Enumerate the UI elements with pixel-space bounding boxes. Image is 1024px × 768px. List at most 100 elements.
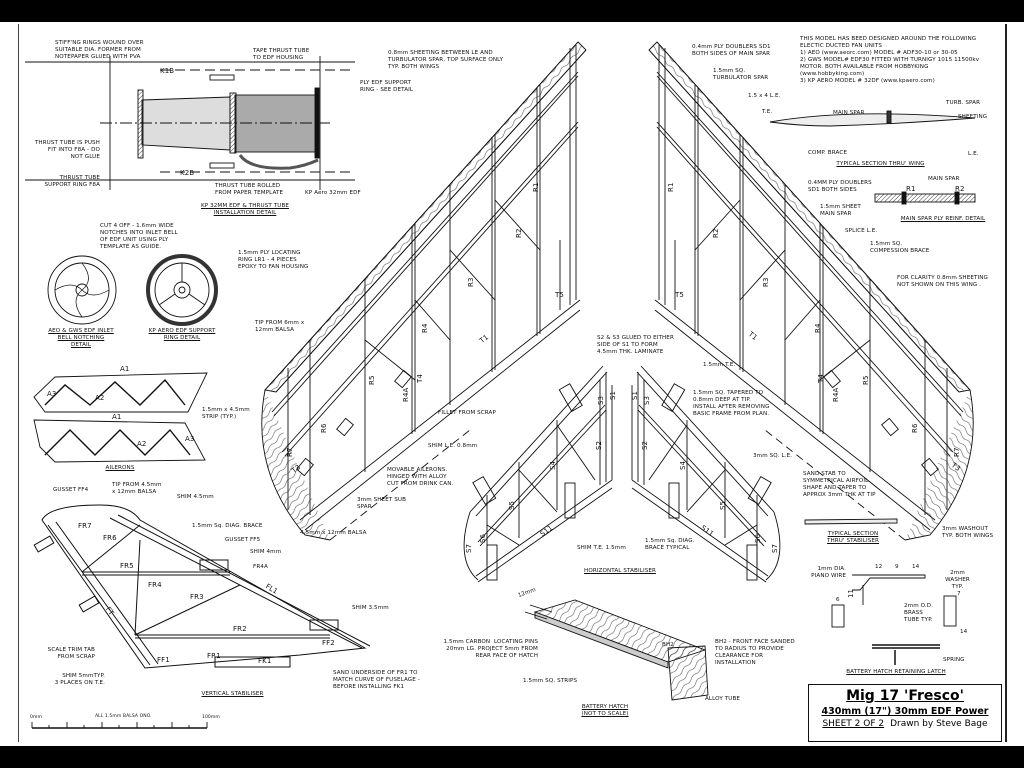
wing-section bbox=[769, 110, 976, 127]
right-r6-label: R6 bbox=[911, 423, 919, 433]
shim-45-label: SHIM 4.5mm bbox=[177, 494, 214, 500]
wing-section-title: TYPICAL SECTION THRU' WING bbox=[836, 161, 925, 167]
locating-pins-note: 1.5mm CARBON LOCATING PINS 20mm LG. PROJ… bbox=[443, 639, 538, 659]
movable-ailerons-note: MOVABLE AILERONS. HINGED WITH ALLOY CUT … bbox=[387, 467, 454, 487]
dim-6: 6 bbox=[836, 597, 840, 603]
spring-label: SPRING bbox=[943, 657, 965, 663]
fr4-label: FR4 bbox=[148, 581, 162, 589]
bh2-label: BH2 bbox=[662, 642, 674, 648]
ff1-label: FF1 bbox=[157, 656, 170, 664]
left-s7-label: S7 bbox=[465, 543, 473, 553]
dim-11: 11 bbox=[847, 588, 855, 598]
section-le-label: L.E. bbox=[968, 151, 979, 157]
dim-7: 7 bbox=[957, 591, 961, 597]
aileron-a3-label-2: A3 bbox=[185, 435, 195, 443]
model-name: Mig 17 'Fresco' bbox=[846, 688, 964, 704]
diag-brace-label: 1.5mm Sq. DIAG. BRACE bbox=[192, 523, 263, 529]
dim-9: 9 bbox=[895, 564, 899, 570]
stab-diag-note: 1.5mm Sq. DIAG. BRACE TYPICAL bbox=[645, 538, 695, 551]
fr3-label: FR3 bbox=[190, 593, 204, 601]
sand-underside-note: SAND UNDERSIDE OF FR1 TO MATCH CURVE OF … bbox=[333, 670, 420, 690]
left-r4a-label: R4A bbox=[402, 387, 410, 402]
title-block: Mig 17 'Fresco' 430mm (17") 30mm EDF Pow… bbox=[808, 684, 1002, 742]
wing-tip-note: TIP FROM 6mm x 12mm BALSA bbox=[255, 320, 305, 333]
right-s4-label: S4 bbox=[679, 460, 687, 470]
left-r7-label: R7 bbox=[286, 447, 294, 457]
kp-detail-title: KP AERO EDF SUPPORT RING DETAIL bbox=[148, 328, 216, 341]
vertical-stabiliser-drawing bbox=[33, 504, 371, 669]
trim-tab-note: SCALE TRIM TAB FROM SCRAP bbox=[47, 647, 95, 660]
vertical-stabiliser-title: VERTICAL STABILISER bbox=[201, 691, 264, 697]
ailerons-title: AILERONS bbox=[105, 465, 135, 471]
dim-14b: 14 bbox=[960, 629, 968, 635]
left-s5-label: S5 bbox=[508, 500, 516, 510]
aileron-a2-label: A2 bbox=[95, 394, 105, 402]
edf-units-notes: THIS MODEL HAS BEED DESIGNED AROUND THE … bbox=[800, 36, 980, 84]
stiffening-rings-note: STIFF'NG RINGS WOUND OVER SUITABLE DIA. … bbox=[55, 40, 144, 60]
fr1-label: FR1 bbox=[207, 652, 221, 660]
fr2-label: FR2 bbox=[233, 625, 247, 633]
left-r2-label: R2 bbox=[515, 228, 523, 238]
brass-tube-note: 2mm O.D. BRASS TUBE TYP. bbox=[904, 603, 934, 623]
compression-brace-note: 1.5mm SQ. COMPESSION BRACE bbox=[870, 241, 930, 254]
shim-4-label: SHIM 4mm bbox=[250, 549, 282, 555]
ff2-label: FF2 bbox=[322, 639, 335, 647]
sub-spar-note: 3mm SHEET SUB SPAR bbox=[357, 497, 407, 510]
right-r2-label: R2 bbox=[712, 228, 720, 238]
alloy-tube-label: ALLOY TUBE bbox=[705, 696, 741, 702]
strip-note: 1.5mm x 4.5mm STRIP (TYP.) bbox=[202, 407, 250, 420]
tip-balsa-note: 4.5mm x 12mm BALSA bbox=[300, 530, 367, 536]
spar-main-spar-label: MAIN SPAR bbox=[928, 176, 960, 182]
fr4a-label: FR4A bbox=[253, 564, 268, 570]
right-t4-label: T4 bbox=[817, 374, 825, 383]
stab-section-title: TYPICAL SECTION THRU' STABILISER bbox=[826, 531, 880, 544]
locating-ring-note: 1.5mm PLY LOCATING RING LR1 - 4 PIECES E… bbox=[238, 250, 309, 270]
left-r4-label: R4 bbox=[421, 323, 429, 333]
vs-tip-note: TIP FROM 4.5mm x 12mm BALSA bbox=[112, 482, 162, 495]
thrust-detail-title: KP 32MM EDF & THRUST TUBE INSTALLATION D… bbox=[200, 203, 290, 216]
right-s7-label: S7 bbox=[771, 543, 779, 553]
splice-le-note: SPLICE L.E. bbox=[845, 228, 878, 234]
tapered-note: 1.5mm SQ. TAPERED TO 0.8mm DEEP AT TIP. … bbox=[693, 390, 770, 417]
left-s1-label: S1 bbox=[609, 390, 617, 400]
aileron-a1-label: A1 bbox=[120, 365, 130, 373]
latch-title: BATTERY HATCH RETAINING LATCH bbox=[846, 669, 946, 675]
left-r6-label: R6 bbox=[320, 423, 328, 433]
spar-detail-title: MAIN SPAR PLY REINF. DETAIL bbox=[900, 216, 986, 222]
fr5-label: FR5 bbox=[120, 562, 134, 570]
right-s3-label: S3 bbox=[643, 395, 651, 405]
dim-12: 12 bbox=[875, 564, 883, 570]
left-s6-label: S6 bbox=[479, 533, 487, 543]
right-s5-label: S5 bbox=[719, 500, 727, 510]
k2b-label: K2B bbox=[180, 169, 195, 177]
right-r3-label: R3 bbox=[762, 277, 770, 287]
aileron-a3-label: A3 bbox=[47, 390, 57, 398]
shim-te-note: SHIM T.E. 1.5mm bbox=[577, 545, 626, 551]
notch-note: CUT 4 OFF - 1.6mm WIDE NOTCHES INTO INLE… bbox=[100, 223, 178, 250]
fan-details bbox=[47, 254, 218, 326]
right-s2-label: S2 bbox=[641, 440, 649, 450]
right-s6-label: S6 bbox=[754, 533, 762, 543]
push-fit-note: THRUST TUBE IS PUSH FIT INTO F8A - DO NO… bbox=[34, 140, 100, 160]
ply-ring-note: PLY EDF SUPPORT RING - SEE DETAIL bbox=[360, 80, 414, 93]
ply-doublers-note: 0.4mm PLY DOUBLERS SD1 BOTH SIDES OF MAI… bbox=[692, 44, 771, 57]
left-s4-label: S4 bbox=[549, 460, 557, 470]
sheet-main-spar-note: 1.5mm SHEET MAIN SPAR bbox=[820, 204, 861, 217]
shim-35-label: SHIM 3.5mm bbox=[352, 605, 389, 611]
shim-5-note: SHIM 5mmTYP. 3 PLACES ON T.E. bbox=[54, 673, 105, 686]
section-comp-brace-label: COMP. BRACE bbox=[808, 150, 847, 156]
section-sheeting-label: SHEETING bbox=[958, 114, 988, 120]
aileron-a2-label-2: A2 bbox=[137, 440, 147, 448]
stab-section bbox=[804, 518, 898, 525]
aileron-a1-label-2: A1 bbox=[112, 413, 122, 421]
right-r4a-label: R4A bbox=[832, 387, 840, 402]
scale-end-label: 100mm bbox=[202, 715, 220, 720]
spar-r1-label: R1 bbox=[906, 185, 916, 193]
strips-note: 1.5mm SQ. STRIPS bbox=[523, 678, 578, 684]
turbulator-spar-note: 1.5mm SQ. TURBULATOR SPAR bbox=[713, 68, 769, 81]
latch-drawing bbox=[831, 574, 957, 665]
leading-edge-note: 1.5 x 4 L.E. bbox=[748, 93, 781, 99]
right-r1-label: R1 bbox=[667, 182, 675, 192]
trailing-edge-note: 1.5mm T.E. bbox=[703, 362, 736, 368]
